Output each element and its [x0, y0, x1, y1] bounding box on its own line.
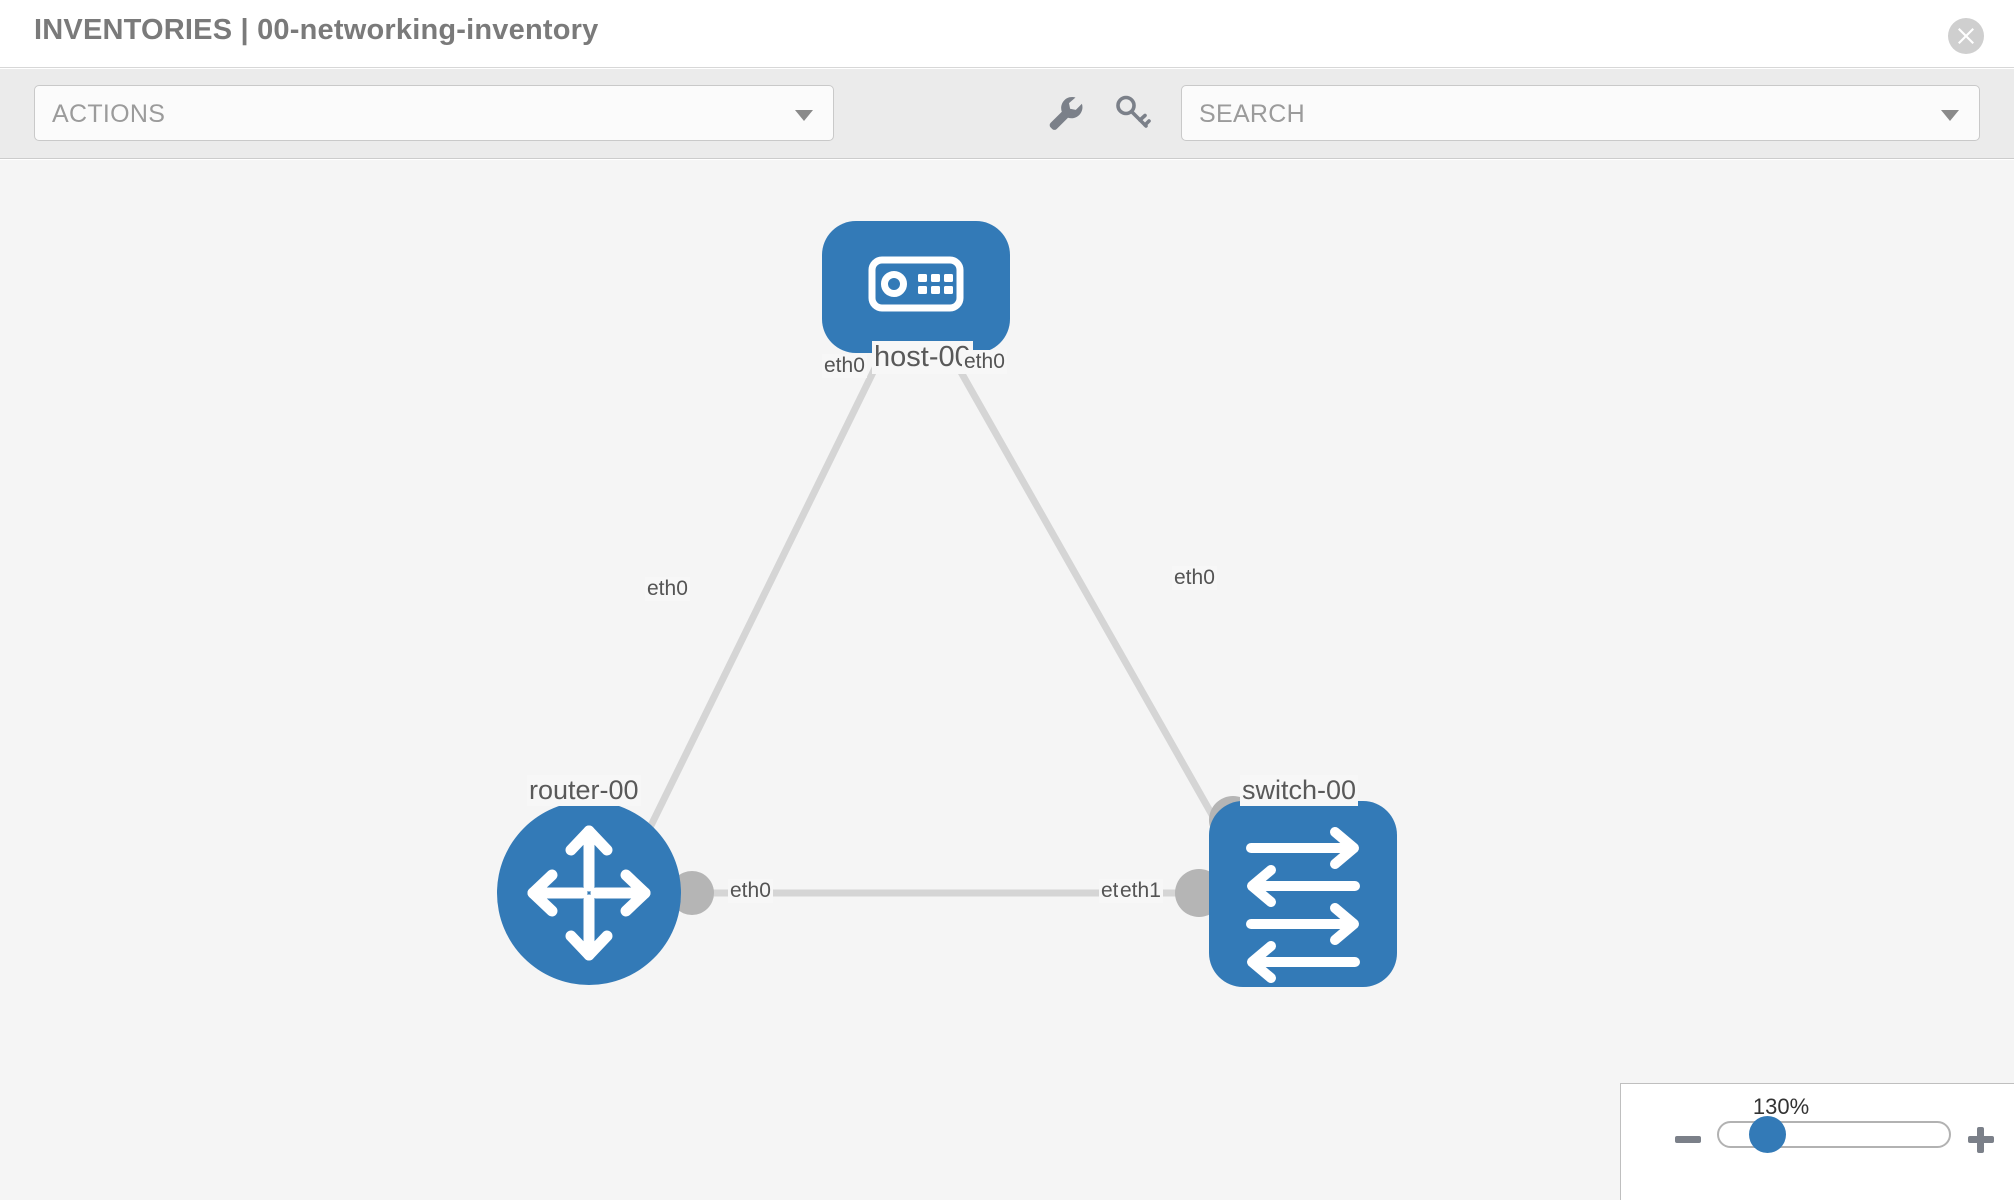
iface-label-host-right: eth0 — [962, 350, 1007, 374]
actions-dropdown[interactable]: ACTIONS — [34, 85, 834, 141]
page-title: INVENTORIES | 00-networking-inventory — [34, 14, 599, 46]
iface-label-host-left: eth0 — [822, 354, 867, 378]
iface-label-router-right: eth0 — [728, 879, 773, 903]
node-router-00 — [497, 801, 681, 985]
topology-canvas[interactable]: host-00 router-00 switch-00 eth0 eth0 et… — [0, 160, 2014, 1200]
zoom-in-button-vertical-bar[interactable] — [1977, 1127, 1984, 1153]
node-switch-00 — [1209, 801, 1397, 987]
node-host-00 — [822, 221, 1010, 353]
zoom-slider-thumb[interactable] — [1749, 1116, 1786, 1153]
chevron-down-icon[interactable] — [1941, 110, 1959, 121]
titlebar: INVENTORIES | 00-networking-inventory — [0, 0, 2014, 68]
actions-dropdown-label: ACTIONS — [52, 100, 166, 128]
zoom-control-panel: 130% — [1620, 1083, 2014, 1200]
switch-icon — [1246, 827, 1360, 983]
endpoint-dot — [670, 871, 714, 915]
link-router-host — [636, 354, 884, 852]
node-label-router-00: router-00 — [527, 775, 641, 806]
zoom-percent-label: 130% — [1752, 1094, 1810, 1119]
router-icon — [527, 825, 651, 961]
iface-label-switch-left: eth1 — [1118, 879, 1163, 903]
node-label-host-00: host-00 — [872, 341, 973, 374]
search-placeholder: SEARCH — [1199, 100, 1305, 128]
search-input[interactable]: SEARCH — [1181, 85, 1980, 141]
iface-label-router-up: eth0 — [645, 577, 690, 601]
link-host-switch — [949, 354, 1236, 854]
node-label-switch-00: switch-00 — [1240, 775, 1359, 806]
server-icon — [868, 256, 964, 312]
key-icon[interactable] — [1110, 91, 1154, 135]
close-icon[interactable] — [1948, 18, 1984, 54]
toolbar: ACTIONS SEARCH — [0, 69, 2014, 159]
chevron-down-icon — [795, 110, 813, 121]
zoom-out-button[interactable] — [1675, 1136, 1701, 1143]
wrench-icon[interactable] — [1043, 91, 1087, 135]
iface-label-switch-up: eth0 — [1172, 566, 1217, 590]
